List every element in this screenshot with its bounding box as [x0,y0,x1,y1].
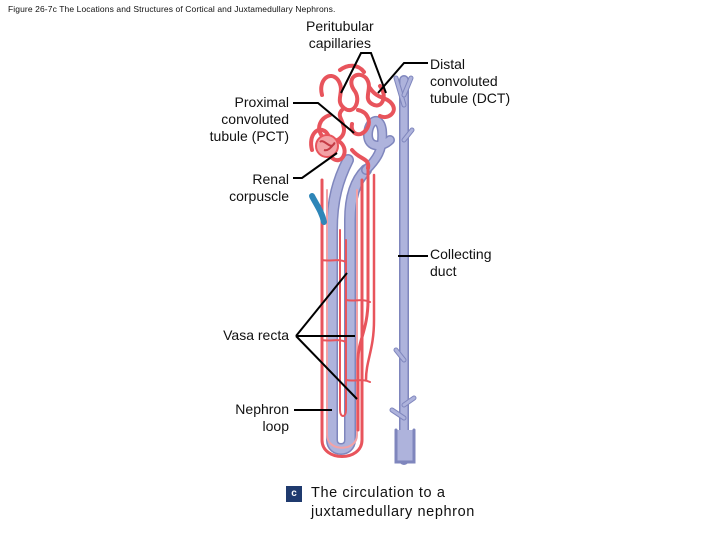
label-vasa-recta: Vasa recta [223,327,289,344]
vasa-recta [320,168,376,458]
label-line: convoluted [221,111,289,127]
label-line: Vasa recta [223,327,289,343]
leader-lines [293,52,428,411]
renal-corpuscle [309,134,339,225]
label-line: Peritubular [306,18,374,34]
label-renal-corpuscle: Renal corpuscle [229,171,289,205]
nephron-loop-tubule [326,116,395,455]
label-line: loop [262,418,289,434]
label-peritubular-capillaries: Peritubular capillaries [306,18,374,52]
leader-dct [377,62,428,94]
caption-line: juxtamedullary nephron [311,504,475,520]
leader-peritubular [340,52,387,94]
label-line: duct [430,263,457,279]
label-line: Renal [252,171,289,187]
collecting-duct [389,75,417,465]
label-pct: Proximal convoluted tubule (PCT) [210,94,289,145]
leader-vasa-1 [295,272,348,337]
caption-line: The circulation to a [311,485,446,501]
leader-pct [293,102,355,134]
figure-title: Figure 26-7c The Locations and Structure… [8,4,336,14]
label-line: Collecting [430,246,492,262]
figure-caption: The circulation to a juxtamedullary neph… [311,484,475,522]
label-line: capillaries [308,35,371,51]
label-dct: Distal convoluted tubule (DCT) [430,56,510,107]
label-line: Proximal [234,94,289,110]
label-nephron-loop: Nephron loop [235,401,289,435]
leader-renal [293,152,338,179]
label-line: Distal [430,56,466,72]
caption-letter-badge: c [286,486,302,502]
label-line: tubule (DCT) [430,90,511,106]
label-collecting-duct: Collecting duct [430,246,491,280]
label-line: convoluted [430,73,498,89]
label-line: Nephron [235,401,289,417]
label-line: tubule (PCT) [209,128,289,144]
label-line: corpuscle [229,188,289,204]
leader-vasa-3 [295,335,358,400]
